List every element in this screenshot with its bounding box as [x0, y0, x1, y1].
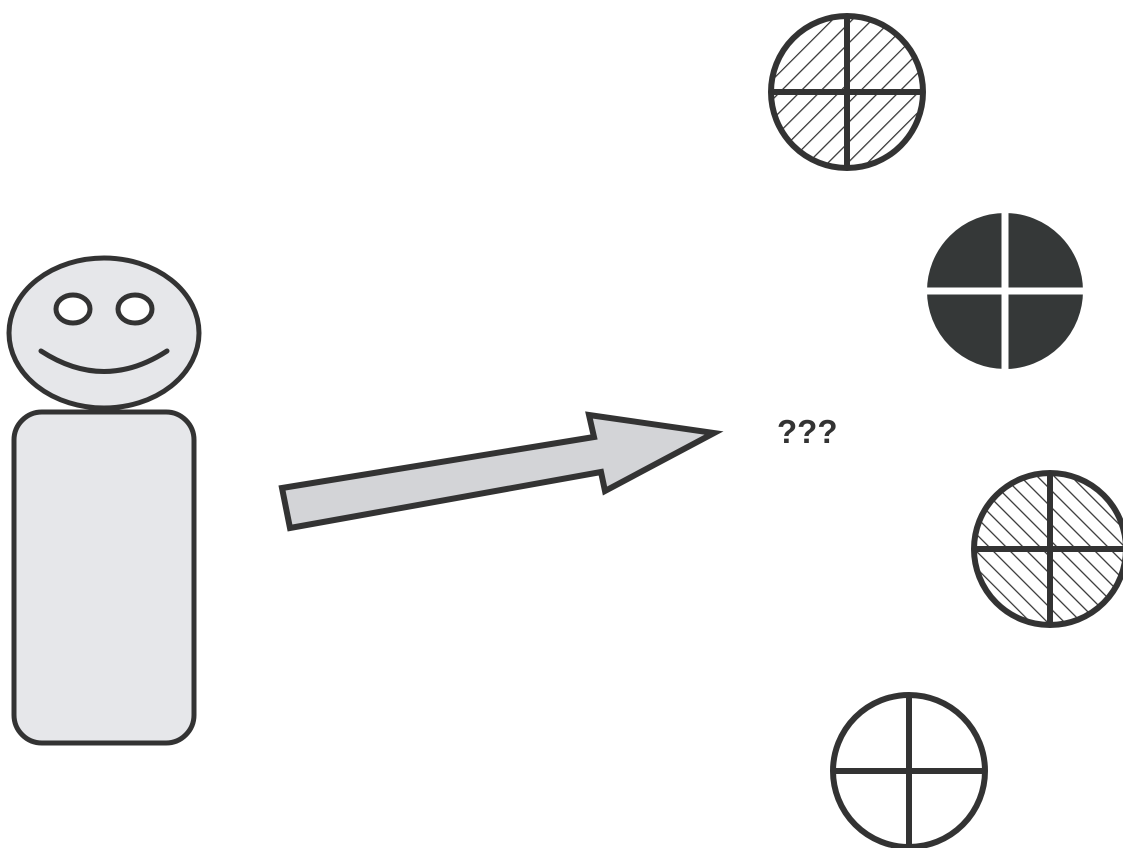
option-hatched-backward [971, 470, 1123, 628]
option-hatched-forward [768, 13, 926, 171]
person-head [6, 255, 202, 411]
person-icon [6, 255, 202, 746]
arrow-right-icon [278, 411, 724, 532]
question-label: ??? [777, 413, 837, 450]
person-body [11, 409, 197, 746]
person-right-eye [115, 292, 155, 326]
option-solid-dark [926, 212, 1084, 370]
person-left-eye [53, 292, 93, 326]
person-smile [38, 348, 170, 374]
option-empty [830, 692, 988, 848]
